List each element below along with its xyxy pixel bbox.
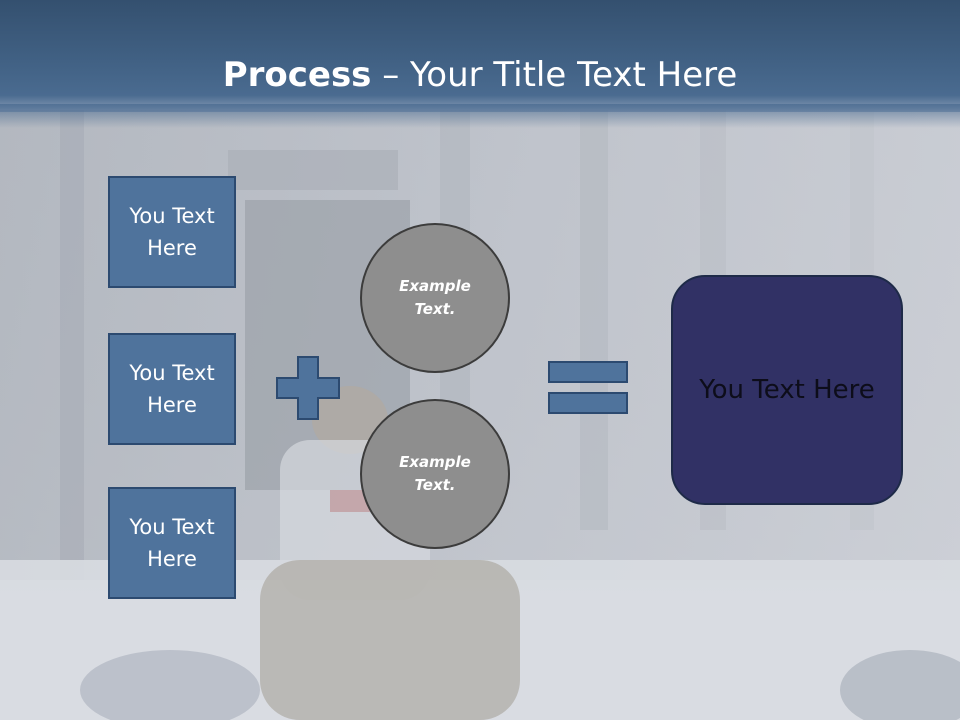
equals-icon xyxy=(548,361,628,414)
input-box-3-label: You Text Here xyxy=(129,515,215,571)
input-box-1-label: You Text Here xyxy=(129,204,215,260)
slide-title-rest: – Your Title Text Here xyxy=(371,55,738,95)
slide-title-bold: Process xyxy=(222,55,372,95)
example-circle-1: Example Text. xyxy=(360,223,510,373)
input-box-2: You Text Here xyxy=(108,333,236,445)
example-circle-2-label: Example Text. xyxy=(399,453,471,494)
title-bar xyxy=(0,0,960,112)
example-circle-2: Example Text. xyxy=(360,399,510,549)
input-box-2-label: You Text Here xyxy=(129,361,215,417)
input-box-1: You Text Here xyxy=(108,176,236,288)
example-circle-1-label: Example Text. xyxy=(399,277,471,318)
result-box: You Text Here xyxy=(671,275,903,505)
result-box-label: You Text Here xyxy=(699,375,875,405)
title-bar-fade xyxy=(0,104,960,128)
plus-icon xyxy=(276,356,340,420)
input-box-3: You Text Here xyxy=(108,487,236,599)
slide-title: Process – Your Title Text Here xyxy=(0,50,960,100)
